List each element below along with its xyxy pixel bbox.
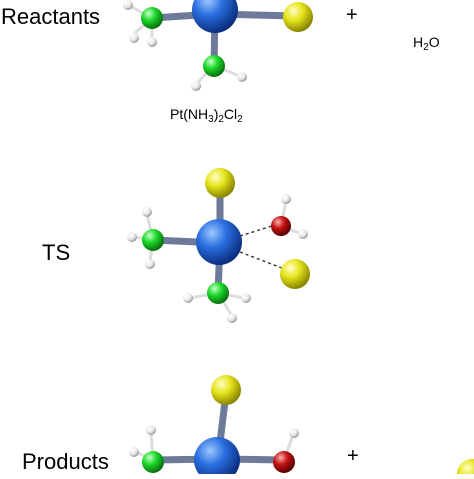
nitrogen-atom: [142, 451, 164, 473]
nitrogen-atom: [141, 7, 163, 29]
reactant-complex: [123, 0, 313, 91]
water-formula: H2O: [413, 34, 440, 53]
hydrogen-atom: [191, 81, 201, 91]
chlorine-atom: [205, 168, 235, 198]
hydrogen-atom: [147, 37, 157, 47]
transition-state-complex: [127, 168, 310, 323]
plus-sign: +: [346, 4, 358, 26]
hydrogen-atom: [129, 33, 139, 43]
platinum-atom: [192, 0, 238, 33]
oxygen-atom: [271, 216, 291, 236]
hydrogen-atom: [127, 232, 137, 242]
chlorine-atom: [283, 2, 313, 32]
hydrogen-atom: [129, 447, 139, 457]
hydrogen-atom: [241, 293, 251, 303]
hydrogen-atom: [183, 293, 193, 303]
hydrogen-atom: [146, 425, 156, 435]
pt-o-partial-bond: [239, 225, 273, 237]
chlorine-atom: [211, 375, 241, 405]
hydrogen-atom: [227, 313, 237, 323]
nitrogen-atom: [207, 282, 229, 304]
hydrogen-atom: [298, 229, 308, 239]
plus-sign: +: [347, 445, 359, 467]
product-complex: [129, 375, 474, 479]
ts-label: TS: [42, 240, 71, 265]
chlorine-atom: [457, 459, 474, 479]
chlorine-atom: [280, 259, 310, 289]
products-label: Products: [22, 449, 109, 474]
hydrogen-atom: [237, 72, 247, 82]
nitrogen-atom: [142, 229, 164, 251]
nitrogen-atom: [203, 55, 225, 77]
platinum-atom: [194, 437, 240, 479]
hydrogen-atom: [145, 259, 155, 269]
hydrogen-atom: [289, 428, 299, 438]
hydrogen-atom: [281, 194, 291, 204]
hydrogen-atom: [142, 207, 152, 217]
hydrogen-atom: [123, 0, 133, 10]
cisplatin-formula: Pt(NH3)2Cl2: [170, 106, 243, 125]
platinum-atom: [196, 219, 242, 265]
oxygen-atom: [273, 451, 295, 473]
pt-cl-partial-bond: [239, 251, 288, 271]
reactants-label: Reactants: [1, 4, 101, 29]
